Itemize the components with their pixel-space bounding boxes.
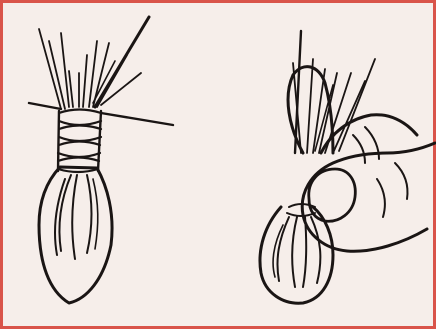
left-thread-wrapping bbox=[58, 110, 101, 173]
line-drawing bbox=[3, 3, 436, 332]
right-finger bbox=[302, 143, 435, 251]
left-panel bbox=[29, 17, 173, 303]
right-knuckle-crease-1 bbox=[353, 135, 365, 163]
left-thread-end-right bbox=[101, 113, 173, 125]
right-finger-crease bbox=[377, 179, 385, 217]
left-bundle-inner-strands bbox=[55, 175, 98, 259]
right-panel bbox=[260, 31, 435, 303]
left-bristles bbox=[39, 29, 141, 109]
left-thread-end-left bbox=[29, 103, 61, 109]
right-finger-crease-2 bbox=[395, 163, 408, 199]
right-bundle-inner-strands bbox=[273, 217, 320, 287]
left-long-stick bbox=[95, 17, 149, 107]
